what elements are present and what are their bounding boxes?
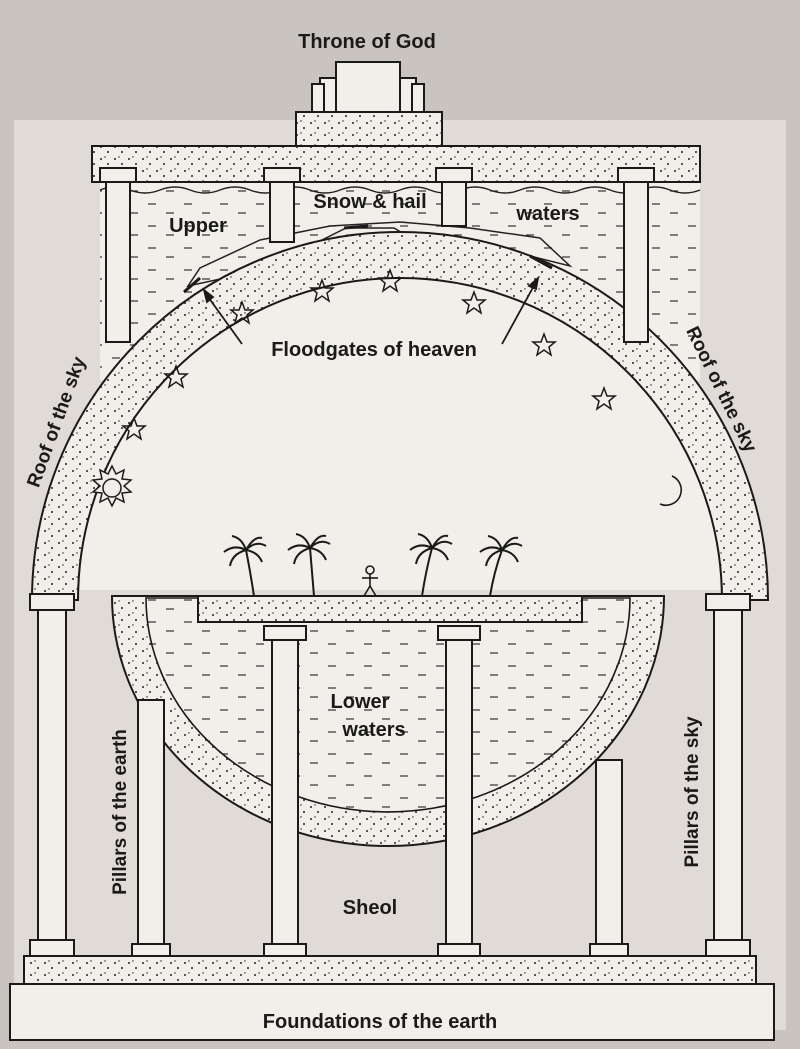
throne-of-god-label: Throne of God — [298, 31, 436, 53]
foundation-base — [9, 983, 775, 1041]
earth-disc — [197, 595, 583, 623]
snow-hail-label: Snow & hail — [313, 191, 426, 213]
floodgates-label: Floodgates of heaven — [271, 339, 477, 361]
upper-waters-label-1: Upper — [169, 215, 227, 237]
upper-pillars — [99, 167, 655, 343]
foundation-slab — [23, 955, 757, 985]
sheol-label: Sheol — [343, 897, 397, 919]
pillars-of-the-sky-label: Pillars of the sky — [682, 716, 703, 867]
pillars-of-the-earth-label: Pillars of the earth — [110, 729, 131, 895]
palm-trees — [223, 533, 523, 597]
lower-waters-label-1: Lower — [331, 691, 390, 713]
throne-of-god — [311, 61, 425, 113]
human-figure-icon — [362, 565, 378, 597]
moon-icon — [659, 475, 682, 507]
floodgates — [183, 224, 553, 294]
foundations-label: Foundations of the earth — [263, 1011, 497, 1033]
lower-waters — [145, 597, 631, 813]
upper-waters-label-2: waters — [515, 203, 579, 225]
throne-base — [295, 111, 443, 147]
sun-icon — [91, 464, 133, 508]
heaven-slab — [91, 145, 701, 183]
stars — [120, 267, 618, 441]
lower-waters-label-2: waters — [341, 719, 405, 741]
floodgate-arrows — [202, 275, 540, 345]
